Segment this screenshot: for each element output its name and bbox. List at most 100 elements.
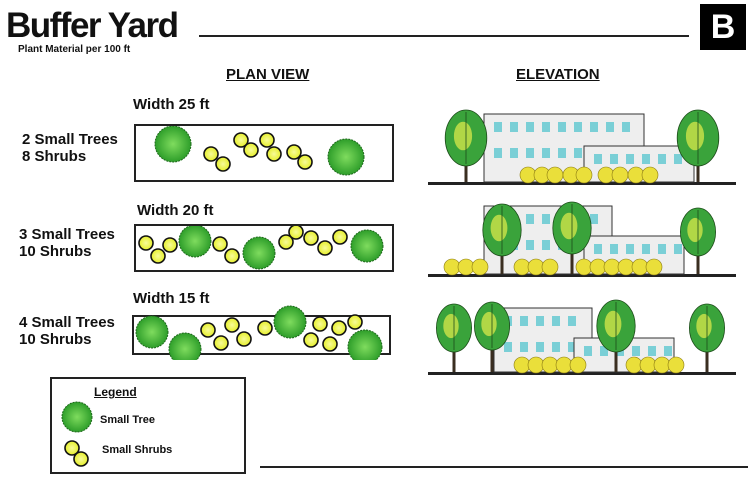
option-3-shrubs: 10 Shrubs bbox=[19, 331, 92, 348]
window bbox=[658, 154, 666, 164]
page-title: Buffer Yard bbox=[6, 6, 179, 45]
elevation-shrub bbox=[527, 258, 545, 276]
small-shrub-icon bbox=[317, 240, 333, 256]
elevation-shrub bbox=[546, 166, 564, 184]
elevation-shrub bbox=[519, 166, 537, 184]
small-shrub-icon bbox=[215, 156, 231, 172]
elevation-shrub bbox=[597, 166, 615, 184]
window bbox=[558, 148, 566, 158]
elevation-shrub bbox=[457, 258, 475, 276]
window bbox=[510, 122, 518, 132]
legend-box: Legend Small Tree Small Shrubs bbox=[50, 377, 246, 474]
small-shrub-icon bbox=[150, 248, 166, 264]
option-2-counts: 3 Small Trees 10 Shrubs bbox=[19, 226, 115, 260]
ground-line bbox=[428, 274, 736, 277]
elevation-shrub bbox=[631, 258, 649, 276]
window bbox=[504, 342, 512, 352]
elevation-shrub bbox=[569, 356, 587, 374]
window bbox=[542, 148, 550, 158]
window bbox=[658, 244, 666, 254]
window bbox=[664, 346, 672, 356]
tree-trunk bbox=[696, 164, 700, 182]
small-shrub-icon bbox=[233, 132, 249, 148]
small-tree-icon bbox=[347, 329, 383, 360]
window bbox=[520, 316, 528, 326]
window bbox=[558, 122, 566, 132]
tree-trunk bbox=[452, 350, 456, 372]
small-shrub-icon bbox=[200, 322, 216, 338]
window bbox=[610, 154, 618, 164]
small-shrub-icon bbox=[213, 335, 229, 351]
window bbox=[536, 342, 544, 352]
small-shrub-icon bbox=[236, 331, 252, 347]
elevation-shrub bbox=[627, 166, 645, 184]
small-shrub-icon bbox=[297, 154, 313, 170]
small-shrub-icon bbox=[266, 146, 282, 162]
option-2-shrubs: 10 Shrubs bbox=[19, 243, 92, 260]
legend-symbols bbox=[61, 401, 93, 467]
window bbox=[574, 122, 582, 132]
window bbox=[526, 148, 534, 158]
window bbox=[574, 148, 582, 158]
window bbox=[626, 154, 634, 164]
small-shrub-icon bbox=[73, 451, 89, 467]
window bbox=[526, 122, 534, 132]
title-rule bbox=[199, 35, 689, 37]
small-tree-icon bbox=[135, 315, 169, 349]
window bbox=[568, 342, 576, 352]
window bbox=[610, 244, 618, 254]
elevation-shrub bbox=[639, 356, 657, 374]
small-shrub-icon bbox=[162, 237, 178, 253]
section-badge: B bbox=[700, 4, 746, 50]
tree-trunk bbox=[490, 348, 494, 372]
elevation-shrub bbox=[527, 356, 545, 374]
window bbox=[622, 122, 630, 132]
small-shrub-icon bbox=[347, 314, 363, 330]
small-shrub-icon bbox=[203, 146, 219, 162]
legend-shrub-label: Small Shrubs bbox=[102, 444, 173, 456]
tree-trunk bbox=[464, 164, 468, 182]
window bbox=[674, 154, 682, 164]
small-shrub-icon bbox=[257, 320, 273, 336]
tree-highlight bbox=[560, 212, 578, 240]
window bbox=[542, 122, 550, 132]
window bbox=[674, 244, 682, 254]
window bbox=[542, 240, 550, 250]
window bbox=[510, 148, 518, 158]
tree-trunk bbox=[570, 252, 574, 274]
plan-view-heading: PLAN VIEW bbox=[226, 66, 310, 83]
option-2-plan-svg bbox=[138, 224, 384, 270]
window bbox=[568, 316, 576, 326]
window bbox=[600, 346, 608, 356]
small-shrub-icon bbox=[243, 142, 259, 158]
small-shrub-icon bbox=[259, 132, 275, 148]
window bbox=[606, 122, 614, 132]
elevation-shrub bbox=[611, 166, 629, 184]
tree-trunk bbox=[696, 254, 700, 274]
small-tree-icon bbox=[350, 229, 384, 263]
small-tree-icon bbox=[273, 305, 307, 339]
window bbox=[594, 154, 602, 164]
small-tree-icon bbox=[61, 401, 93, 433]
option-3-counts: 4 Small Trees 10 Shrubs bbox=[19, 314, 115, 348]
option-1-counts: 2 Small Trees 8 Shrubs bbox=[22, 131, 118, 165]
option-2-plan bbox=[134, 224, 394, 272]
elevation-shrub bbox=[641, 166, 659, 184]
window bbox=[642, 154, 650, 164]
small-tree-icon bbox=[327, 138, 365, 176]
elevation-3 bbox=[428, 299, 736, 375]
small-shrub-icon bbox=[332, 229, 348, 245]
small-shrub-icon bbox=[322, 336, 338, 352]
window bbox=[594, 244, 602, 254]
tree-trunk bbox=[500, 254, 504, 274]
small-shrub-icon bbox=[224, 317, 240, 333]
elevation-shrub bbox=[575, 166, 593, 184]
option-1-shrubs: 8 Shrubs bbox=[22, 148, 87, 165]
small-tree-icon bbox=[168, 332, 202, 360]
window bbox=[590, 122, 598, 132]
small-shrub-icon bbox=[288, 224, 304, 240]
elevation-shrub bbox=[443, 258, 461, 276]
small-tree-icon bbox=[178, 224, 212, 258]
small-shrub-icon bbox=[138, 235, 154, 251]
elevation-shrub bbox=[541, 258, 559, 276]
